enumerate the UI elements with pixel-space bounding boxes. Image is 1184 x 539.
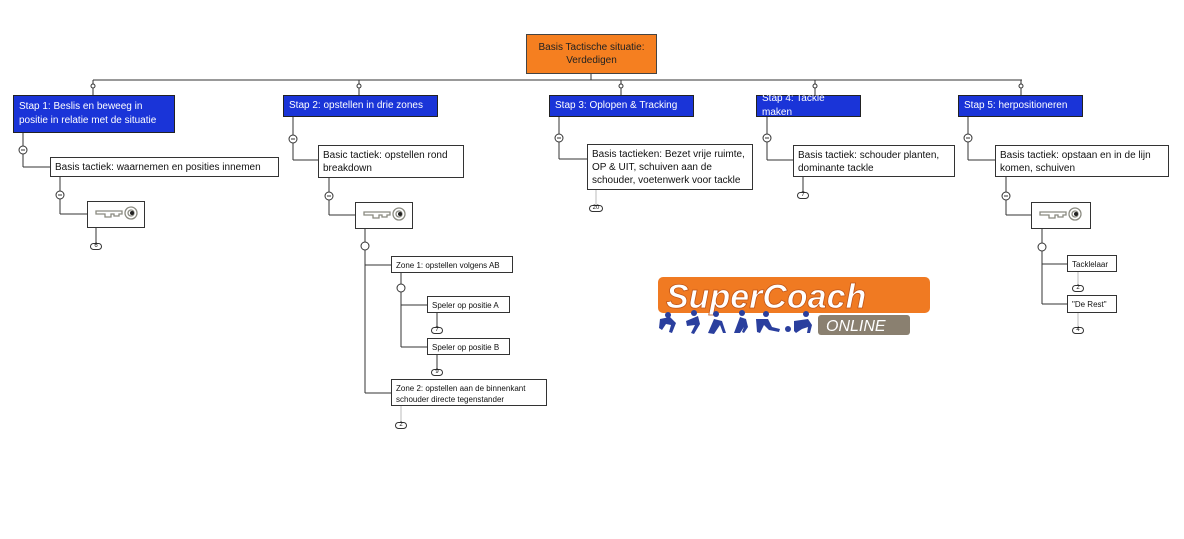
step-1-label: Stap 1: Beslis en beweeg in positie in r… (19, 101, 157, 126)
step-3-count-badge[interactable]: 20 (589, 205, 603, 212)
athlete-figures-icon (659, 310, 812, 334)
logo-brand-text: SuperCoach (666, 278, 866, 316)
supercoach-logo: SuperCoach ONLINE (650, 275, 932, 337)
step-5-node[interactable]: Stap 5: herpositioneren (958, 95, 1083, 117)
step-1-tactic-label: Basis tactiek: waarnemen en posities inn… (55, 162, 261, 173)
step-3-tactic-node[interactable]: Basis tactieken: Bezet vrije ruimte, OP … (587, 144, 753, 190)
step-4-tactic-label: Basis tactiek: schouder planten, dominan… (798, 150, 940, 174)
logo-sub-text: ONLINE (826, 318, 886, 335)
speler-a-count-badge[interactable]: 7 (431, 327, 443, 334)
step-5-tactic-label: Basis tactiek: opstaan en in de lijn kom… (1000, 150, 1151, 174)
zone-2-count-badge[interactable]: 2 (395, 422, 407, 429)
root-label: Basis Tactische situatie: Verdedigen (538, 42, 645, 66)
tacklelaar-count-badge[interactable]: 2 (1072, 285, 1084, 292)
step-2-key-node[interactable] (355, 202, 413, 229)
step-1-key-node[interactable] (87, 201, 145, 228)
de-rest-count-badge[interactable]: 4 (1072, 327, 1084, 334)
step-3-label: Stap 3: Oplopen & Tracking (555, 100, 678, 111)
step-5-tactic-node[interactable]: Basis tactiek: opstaan en in de lijn kom… (995, 145, 1169, 177)
step-2-tactic-node[interactable]: Basic tactiek: opstellen rond breakdown (318, 145, 464, 178)
de-rest-node[interactable]: "De Rest" (1067, 295, 1117, 313)
step-1-count-badge[interactable]: 6 (90, 243, 102, 250)
tacklelaar-node[interactable]: Tacklelaar (1067, 255, 1117, 272)
zone-1-node[interactable]: Zone 1: opstellen volgens AB (391, 256, 513, 273)
key-icon (95, 206, 138, 220)
step-2-node[interactable]: Stap 2: opstellen in drie zones (283, 95, 438, 117)
step-5-key-node[interactable] (1031, 202, 1091, 229)
zone-2-node[interactable]: Zone 2: opstellen aan de binnenkant scho… (391, 379, 547, 406)
step-4-tactic-node[interactable]: Basis tactiek: schouder planten, dominan… (793, 145, 955, 177)
step-3-tactic-label: Basis tactieken: Bezet vrije ruimte, OP … (592, 149, 745, 186)
step-4-node[interactable]: Stap 4: Tackle maken (756, 93, 861, 118)
logo-orange-banner (658, 277, 930, 313)
step-4-count-badge[interactable]: 7 (797, 192, 809, 199)
key-icon (1039, 207, 1082, 221)
step-1-node[interactable]: Stap 1: Beslis en beweeg in positie in r… (13, 95, 175, 133)
speler-a-node[interactable]: Speler op positie A (427, 296, 510, 313)
key-icon (363, 207, 406, 221)
step-2-label: Stap 2: opstellen in drie zones (289, 100, 423, 111)
step-4-label: Stap 4: Tackle maken (762, 93, 825, 118)
step-5-label: Stap 5: herpositioneren (964, 100, 1068, 111)
step-2-tactic-label: Basic tactiek: opstellen rond breakdown (323, 150, 448, 174)
logo-grey-banner (818, 315, 910, 335)
root-node[interactable]: Basis Tactische situatie: Verdedigen (526, 34, 657, 74)
speler-b-node[interactable]: Speler op positie B (427, 338, 510, 355)
step-3-node[interactable]: Stap 3: Oplopen & Tracking (549, 95, 694, 117)
step-1-tactic-node[interactable]: Basis tactiek: waarnemen en posities inn… (50, 157, 279, 177)
speler-b-count-badge[interactable]: 9 (431, 369, 443, 376)
